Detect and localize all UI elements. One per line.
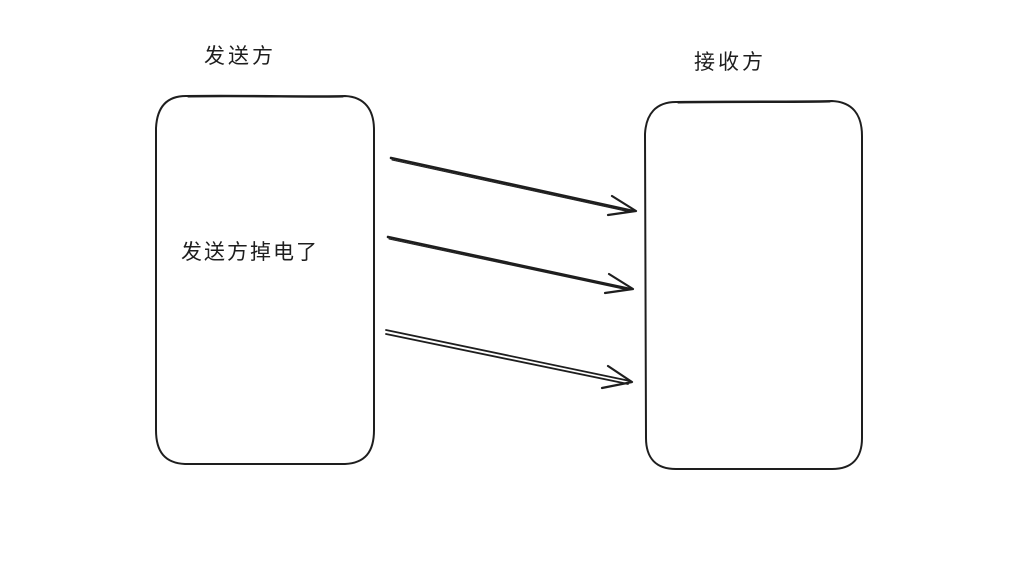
sender-title: 发送方 — [204, 44, 276, 68]
sender-note: 发送方掉电了 — [181, 240, 319, 264]
sender-box — [155, 94, 375, 465]
arrow-1 — [389, 156, 638, 217]
arrow-2 — [386, 235, 635, 295]
receiver-box — [644, 100, 863, 470]
arrow-3 — [385, 329, 634, 390]
receiver-title: 接收方 — [694, 50, 766, 74]
